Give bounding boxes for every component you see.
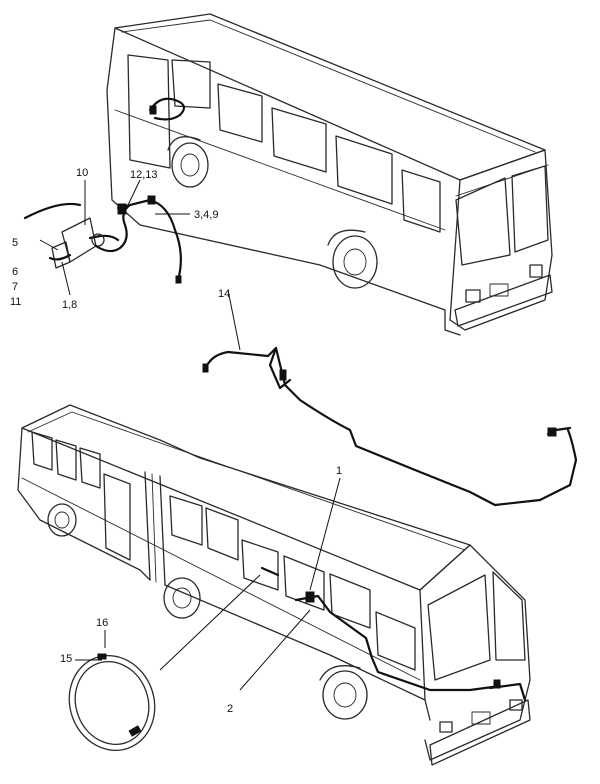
single-bus-drawing: [106, 13, 553, 336]
switch-assembly-detail: [23, 195, 182, 284]
label-2: 2: [227, 703, 233, 715]
label-11: 11: [10, 296, 21, 308]
label-7: 7: [12, 281, 18, 293]
label-14: 14: [218, 288, 230, 300]
callout-labels: 1 2 3,4,9 5 6 7 1,8 10 11 12,13 14 15 16: [10, 167, 342, 715]
label-16: 16: [96, 617, 108, 629]
label-1-8: 1,8: [62, 299, 77, 311]
label-10: 10: [76, 167, 88, 179]
articulated-bus-drawing: [17, 404, 531, 766]
leader-lines: [39, 179, 341, 691]
label-5: 5: [12, 237, 18, 249]
label-6: 6: [12, 266, 18, 278]
label-12-13: 12,13: [130, 169, 158, 181]
wiring-harness-14: [202, 346, 578, 507]
clamp-ring: [68, 653, 156, 751]
label-3-4-9: 3,4,9: [194, 209, 218, 221]
label-1: 1: [336, 465, 342, 477]
label-15: 15: [60, 653, 72, 665]
